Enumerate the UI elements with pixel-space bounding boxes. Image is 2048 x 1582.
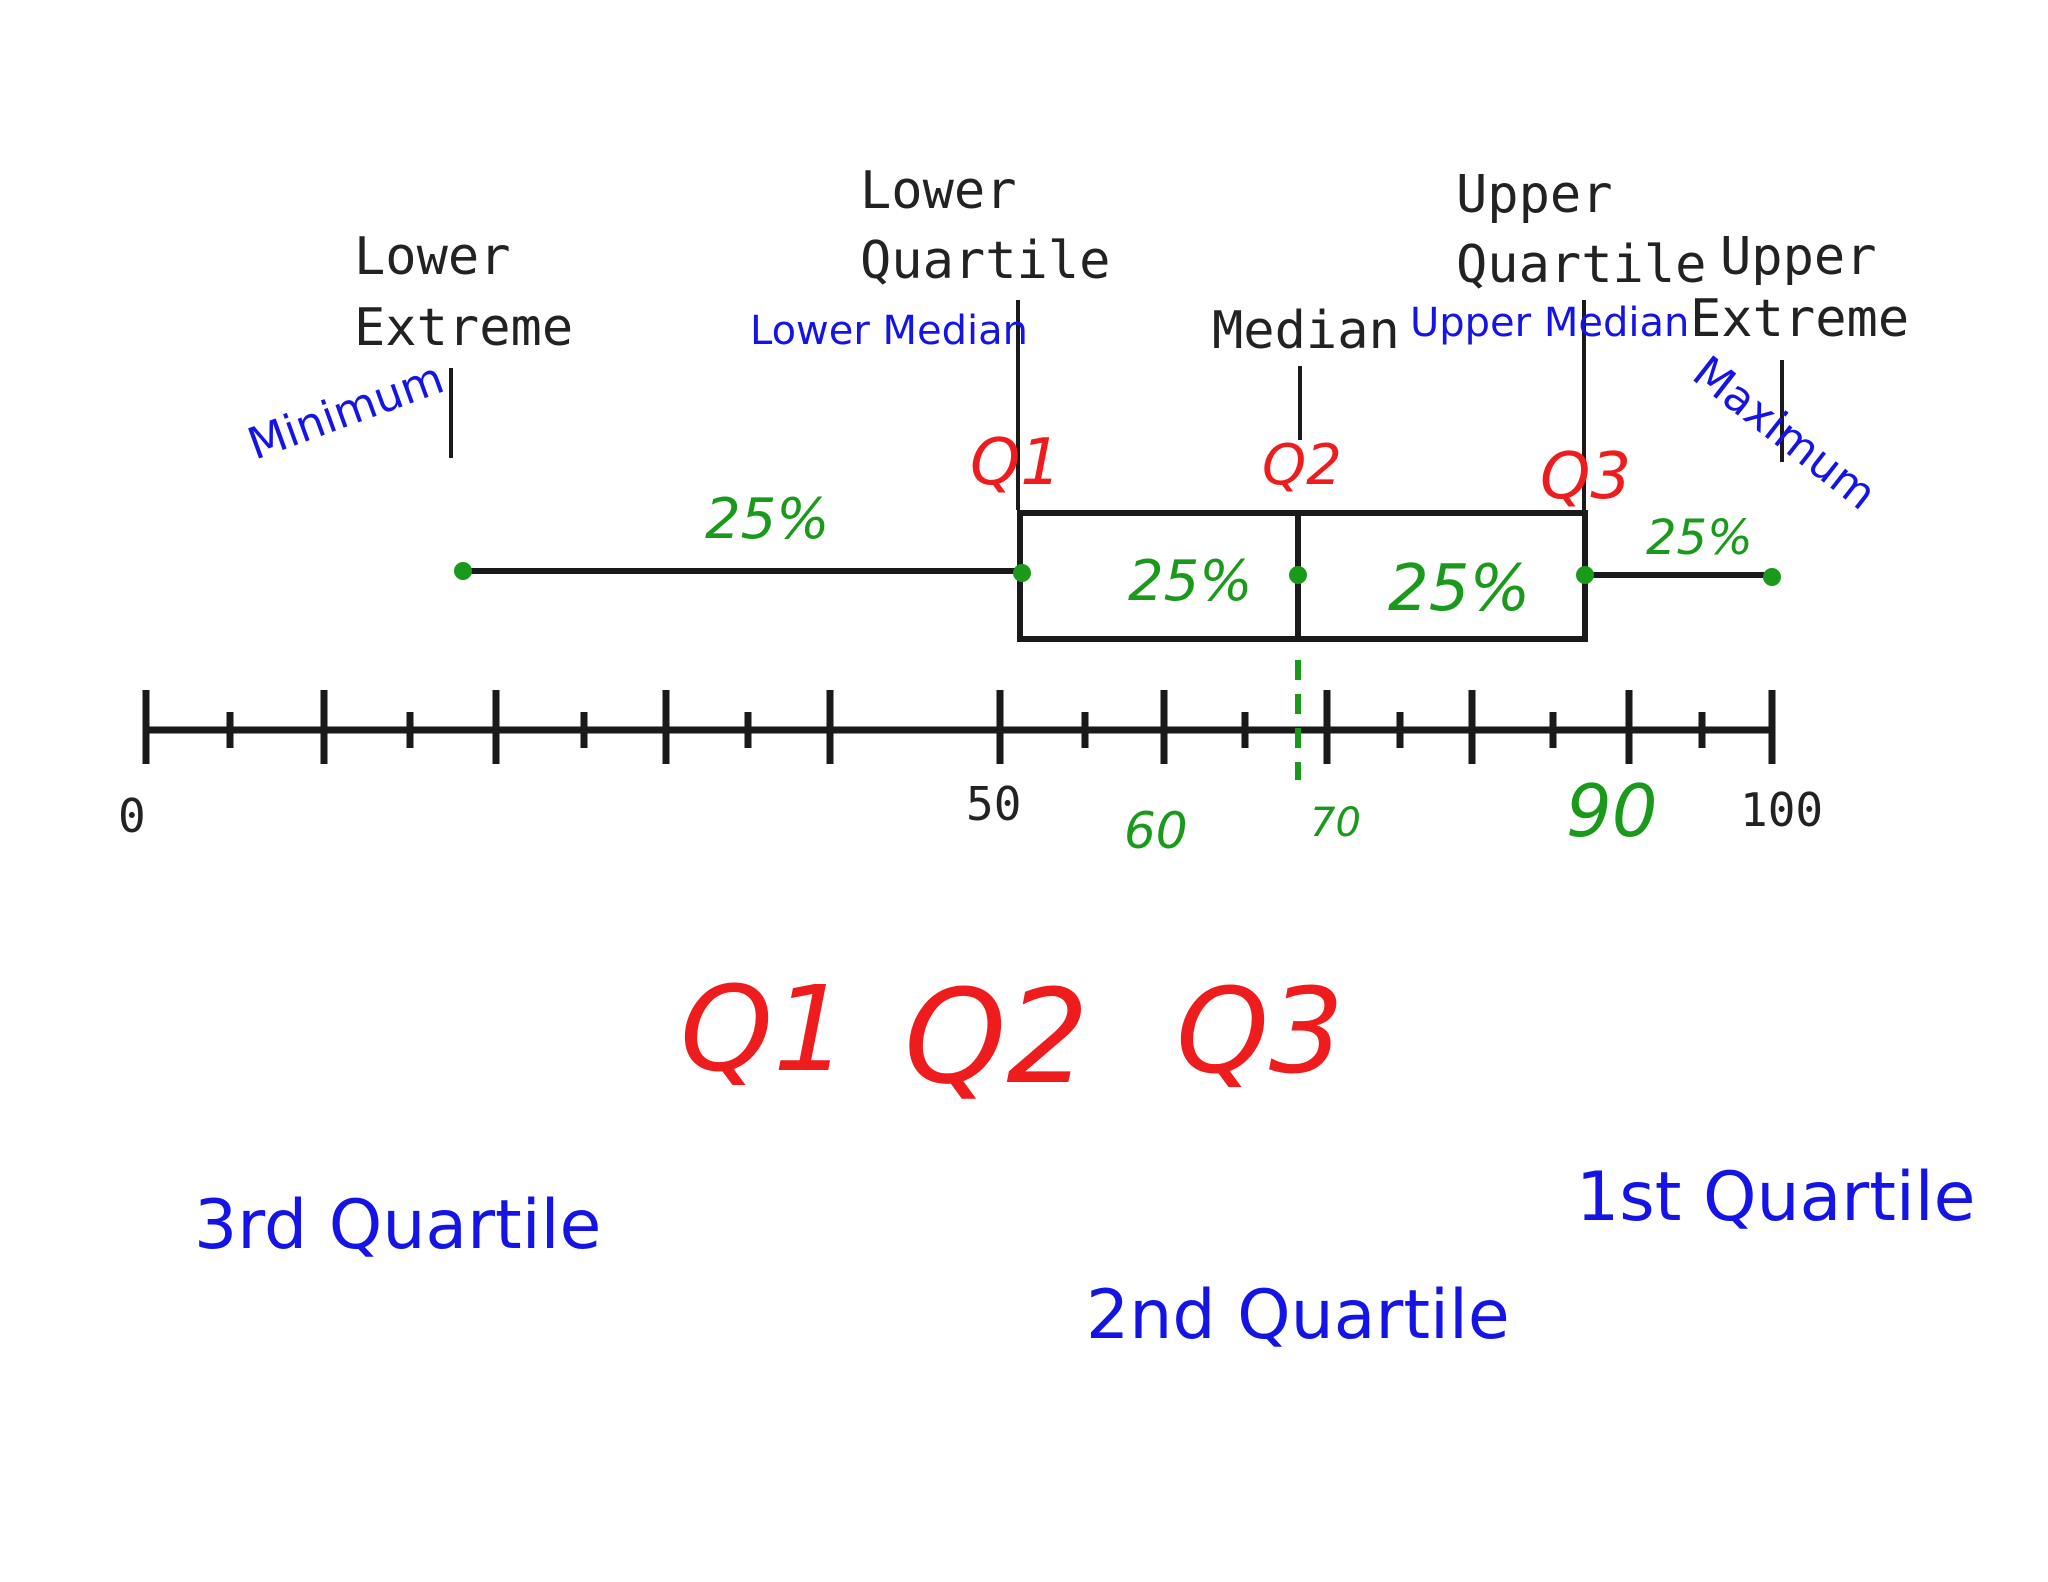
first-quartile-label: 1st Quartile: [1576, 1158, 1976, 1237]
axis-tick-label-100: 100: [1740, 783, 1823, 837]
q3-point: [1576, 566, 1594, 584]
axis-annotation-60: 60: [1124, 802, 1188, 860]
axis-tick-label-0: 0: [118, 789, 146, 843]
pct-right-whisker: 25%: [1646, 510, 1753, 566]
axis-tick-label-50: 50: [966, 777, 1021, 831]
minimum-point: [454, 562, 472, 580]
q2-marker: Q2: [1262, 433, 1342, 498]
big-q2-annotation: Q2: [904, 961, 1089, 1113]
upper-extreme-label-line1: Upper: [1720, 227, 1877, 287]
maximum-annotation: Maximum: [1683, 346, 1885, 520]
q1-point: [1013, 564, 1031, 582]
pct-upper-box: 25%: [1388, 552, 1530, 626]
lower-extreme-label-line2: Extreme: [354, 298, 573, 358]
pct-left-whisker: 25%: [705, 487, 829, 552]
lower-median-annotation: Lower Median: [750, 308, 1028, 354]
upper-quartile-label-line1: Upper: [1456, 165, 1613, 225]
minimum-annotation: Minimum: [241, 353, 450, 471]
upper-extreme-label-line2: Extreme: [1690, 289, 1909, 349]
axis-annotation-90: 90: [1566, 769, 1658, 853]
median-label: Median: [1212, 301, 1400, 361]
axis-annotation-70: 70: [1310, 800, 1361, 846]
number-line: [142, 690, 1776, 764]
q1-marker: Q1: [970, 426, 1061, 500]
third-quartile-label: 3rd Quartile: [194, 1186, 601, 1265]
q3-marker: Q3: [1540, 440, 1631, 514]
big-q1-annotation: Q1: [680, 960, 848, 1098]
lower-quartile-label-line2: Quartile: [860, 231, 1110, 291]
lower-quartile-label-line1: Lower: [860, 161, 1017, 221]
pct-lower-box: 25%: [1128, 549, 1252, 614]
second-quartile-label: 2nd Quartile: [1086, 1276, 1510, 1355]
maximum-point: [1763, 568, 1781, 586]
q2-point: [1289, 566, 1307, 584]
lower-extreme-label-line1: Lower: [354, 227, 511, 287]
upper-quartile-label-line2: Quartile: [1456, 235, 1706, 295]
upper-median-annotation: Upper Median: [1410, 300, 1689, 346]
box-plot: [454, 510, 1781, 642]
big-q3-annotation: Q3: [1176, 962, 1344, 1100]
